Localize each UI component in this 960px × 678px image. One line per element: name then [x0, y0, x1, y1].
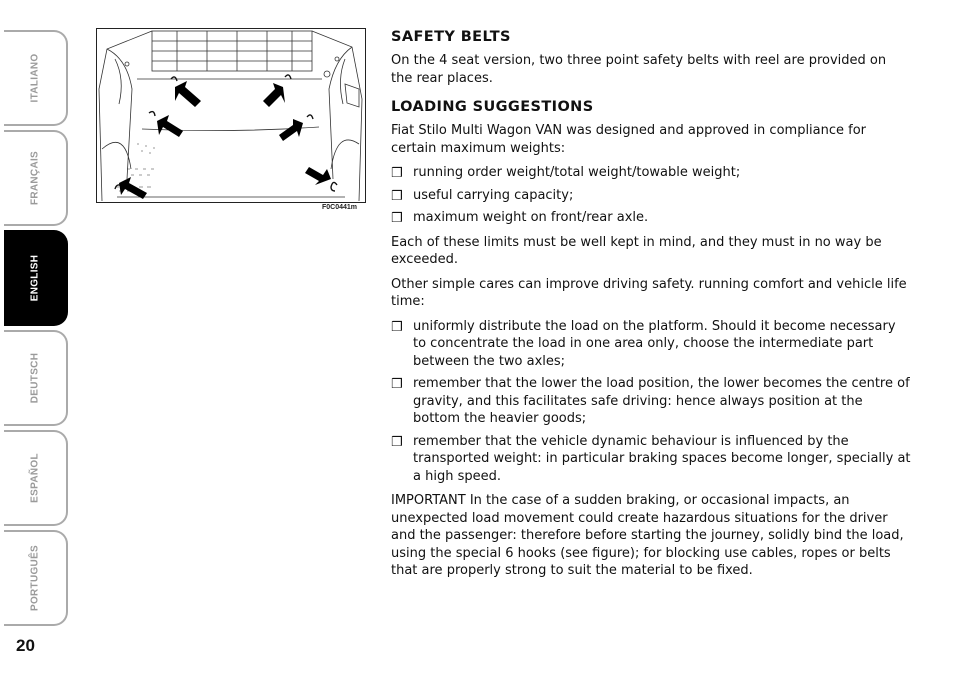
- cares-intro: Other simple cares can improve driving s…: [391, 276, 907, 310]
- list-item: ❒useful carrying capacity;: [391, 187, 574, 204]
- loading-suggestions-heading: LOADING SUGGESTIONS: [391, 99, 594, 115]
- list-item: ❒remember that the vehicle dynamic behav…: [391, 433, 911, 484]
- important-text: IMPORTANT In the case of a sudden brakin…: [391, 493, 904, 578]
- weights-list: ❒running order weight/total weight/towab…: [391, 164, 911, 227]
- tab-espanol[interactable]: ESPAÑOL: [4, 430, 68, 526]
- page-number: 20: [16, 636, 35, 655]
- checkbox-bullet-icon: ❒: [391, 434, 403, 450]
- checkbox-bullet-icon: ❒: [391, 377, 403, 392]
- figure-code: F0C0441m: [322, 204, 358, 211]
- tab-label: ITALIANO: [29, 53, 41, 103]
- safety-belts-text: On the 4 seat version, two three point s…: [391, 53, 887, 86]
- checkbox-bullet-icon: ❒: [391, 166, 403, 181]
- tab-label: FRANÇAIS: [29, 150, 41, 206]
- tab-label: ENGLISH: [29, 254, 41, 302]
- safety-belts-heading: SAFETY BELTS: [391, 29, 511, 45]
- list-item: ❒uniformly distribute the load on the pl…: [391, 318, 896, 369]
- cares-list: ❒uniformly distribute the load on the pl…: [391, 318, 911, 486]
- list-item: ❒remember that the lower the load positi…: [391, 376, 910, 426]
- cargo-area-figure: [96, 28, 366, 203]
- checkbox-bullet-icon: ❒: [391, 188, 403, 204]
- checkbox-bullet-icon: ❒: [391, 319, 403, 335]
- list-item: ❒maximum weight on front/rear axle.: [391, 210, 649, 226]
- tab-portugues[interactable]: PORTUGUÊS: [4, 530, 68, 626]
- tab-label: DEUTSCH: [29, 352, 41, 404]
- tab-francais[interactable]: FRANÇAIS: [4, 130, 68, 226]
- content-column: SAFETY BELTS On the 4 seat version, two …: [391, 28, 911, 587]
- checkbox-bullet-icon: ❒: [391, 211, 403, 226]
- list-item: ❒running order weight/total weight/towab…: [391, 165, 741, 181]
- tab-english[interactable]: ENGLISH: [4, 230, 68, 326]
- loading-intro: Fiat Stilo Multi Wagon VAN was designed …: [391, 123, 867, 156]
- tab-deutsch[interactable]: DEUTSCH: [4, 330, 68, 426]
- cargo-area-hooks-icon: [98, 30, 363, 202]
- tab-label: ESPAÑOL: [29, 453, 41, 503]
- limits-text: Each of these limits must be well kept i…: [391, 234, 882, 268]
- tab-italiano[interactable]: ITALIANO: [4, 30, 68, 126]
- tab-label: PORTUGUÊS: [29, 544, 41, 612]
